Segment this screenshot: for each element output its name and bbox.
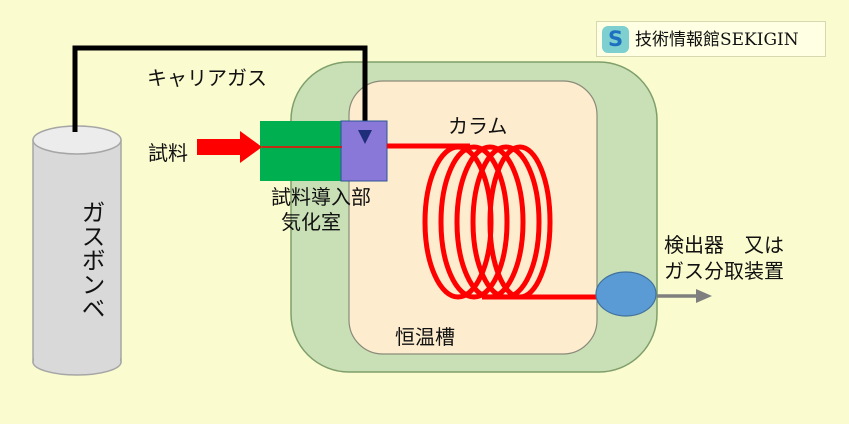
sample-arrow: [197, 131, 262, 163]
column-coil: [422, 144, 553, 300]
carrier-gas-label: キャリアガス: [147, 66, 267, 90]
gas-cylinder: [32, 125, 122, 376]
oven-label: 恒温槽: [395, 325, 455, 349]
carrier-gas-line: [72, 45, 368, 132]
cylinder-label: ガスボンベ: [77, 200, 105, 320]
brand-name: 技術情報館SEKIGIN: [635, 30, 799, 50]
brand-logo-icon: S: [602, 26, 629, 53]
output-arrow: [657, 289, 712, 303]
column-label: カラム: [448, 114, 508, 138]
injector-block: [260, 121, 342, 181]
injector-label: 試料導入部: [271, 185, 371, 209]
brand-badge: S 技術情報館SEKIGIN: [596, 21, 826, 57]
detector: [595, 271, 657, 317]
sample-label: 試料: [148, 141, 188, 165]
vaporizer-label: 気化室: [281, 210, 341, 234]
carrier-arrow-head: [358, 130, 372, 144]
detector-label: 検出器 又は: [664, 233, 784, 257]
fraction-collector-label: ガス分取装置: [664, 259, 784, 283]
